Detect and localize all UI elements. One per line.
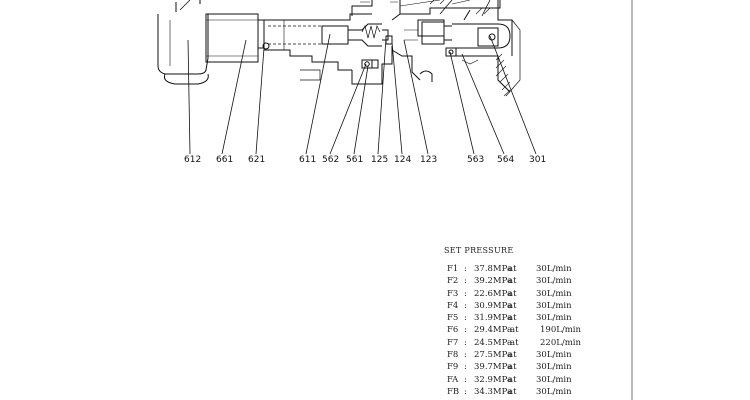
flow-rate: 30L/min [536,386,572,397]
pressure-value: 32.9MPa [474,374,513,385]
pressure-setting-id: FA [447,374,459,385]
pressure-value: 24.5MPa [474,337,513,348]
separator: : [464,337,467,348]
flow-rate: 30L/min [536,313,572,324]
callout-123: 123 [420,155,437,165]
pressure-value: 27.5MPa [474,350,513,361]
flow-rate: 30L/min [536,374,572,385]
callout-124: 124 [394,155,411,165]
callout-621: 621 [248,155,265,165]
flow-rate: 220L/min [540,337,581,348]
separator: : [464,276,467,287]
pressure-value: 31.9MPa [474,313,513,324]
pressure-setting-id: F6 [447,325,459,336]
pressure-setting-id: F7 [447,337,459,348]
callout-611: 611 [299,155,316,165]
at-label: at [508,362,517,373]
flow-rate: 30L/min [536,264,572,274]
callout-562: 562 [322,155,339,165]
pressure-value: 37.8MPa [474,264,513,274]
callout-561: 561 [346,155,363,165]
pressure-setting-id: F3 [447,288,459,299]
at-label: at [508,350,517,361]
separator: : [464,288,467,299]
separator: : [464,386,467,397]
callout-564: 564 [497,155,514,165]
pressure-value: 39.7MPa [474,362,513,373]
callout-leader-lines [179,0,537,155]
callout-661: 661 [216,155,233,165]
pressure-setting-id: FB [447,386,460,397]
at-label: at [510,337,519,348]
pressure-value: 22.6MPa [474,288,513,299]
pressure-setting-id: F8 [447,350,459,361]
flow-rate: 30L/min [536,276,572,287]
separator: : [464,300,467,311]
pressure-value: 30.9MPa [474,300,513,311]
at-label: at [508,288,517,299]
at-label: at [508,300,517,311]
flow-rate: 30L/min [536,300,572,311]
callout-301: 301 [529,155,546,165]
separator: : [464,264,467,274]
pressure-setting-id: F2 [447,276,459,287]
flow-rate: 190L/min [540,325,581,336]
separator: : [464,313,467,324]
at-label: at [508,386,517,397]
at-label: at [508,313,517,324]
pressure-value: 34.3MPa [474,386,513,397]
separator: : [464,325,467,336]
callout-labels: 612 661 621 611 562 561 125 124 123 563 … [184,155,546,165]
separator: : [464,362,467,373]
callout-612: 612 [184,155,201,165]
separator: : [464,374,467,385]
pressure-setting-id: F4 [447,300,459,311]
pressure-value: 39.2MPa [474,276,513,287]
at-label: at [510,325,519,336]
flow-rate: 30L/min [536,362,572,373]
pressure-setting-id: F1 [447,264,459,274]
flow-rate: 30L/min [536,288,572,299]
callout-563: 563 [467,155,484,165]
flow-rate: 30L/min [536,350,572,361]
at-label: at [508,264,517,274]
callout-125: 125 [371,155,388,165]
pressure-setting-id: F9 [447,362,459,373]
pressure-value: 29.4MPa [474,325,513,336]
at-label: at [508,374,517,385]
relief-valve-assembly [157,0,521,97]
set-pressure-title: SET PRESSURE [444,246,514,255]
at-label: at [508,276,517,287]
separator: : [464,350,467,361]
pressure-setting-id: F5 [447,313,459,324]
